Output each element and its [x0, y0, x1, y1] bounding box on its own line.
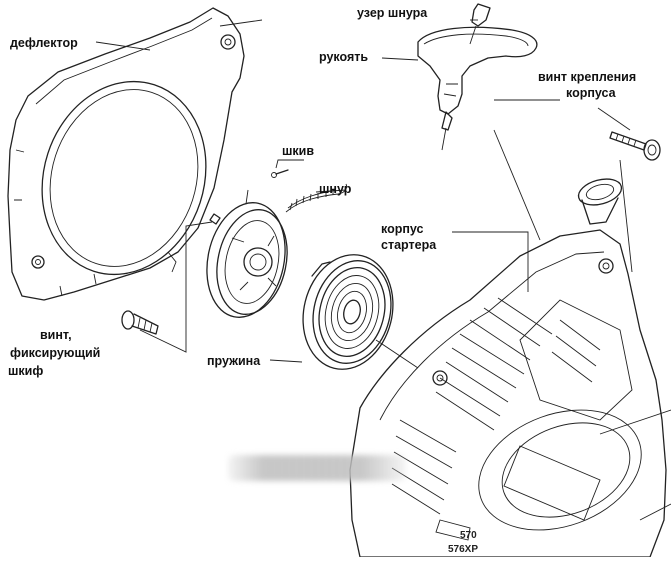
label-housing-screw-line1: винт крепления: [538, 70, 637, 84]
label-cord: шнур: [319, 182, 352, 196]
blurred-watermark: [228, 455, 406, 481]
label-handle: рукоять: [319, 50, 369, 64]
label-starter-housing-line2: стартера: [381, 238, 437, 252]
label-housing-screw-line2: корпуса: [566, 86, 616, 100]
label-pulley-screw-line2: фиксирующий: [10, 346, 101, 360]
pulley-screw-part: [121, 310, 159, 335]
guide-bushing-part: [577, 178, 623, 225]
label-deflector: дефлектор: [10, 36, 78, 50]
label-starter-housing-line1: корпус: [381, 222, 424, 236]
label-pulley: шкив: [282, 144, 315, 158]
pulley-part: [206, 202, 288, 318]
label-spring: пружина: [207, 354, 261, 368]
handle-part: [417, 26, 538, 151]
label-pulley-screw-line1: винт,: [40, 328, 72, 342]
model-mark-2: 576XP: [448, 544, 479, 555]
leader-lines: [95, 19, 633, 369]
spring-part: [302, 254, 394, 370]
housing-screw-part: [609, 131, 661, 161]
starter-housing-part: [349, 229, 671, 558]
label-cord-knot: узер шнура: [357, 6, 428, 20]
cord-knot-part: [469, 3, 491, 45]
deflector-part: [7, 7, 245, 301]
label-pulley-screw-line3: шкиф: [8, 364, 44, 378]
model-mark-1: 570: [460, 530, 477, 541]
